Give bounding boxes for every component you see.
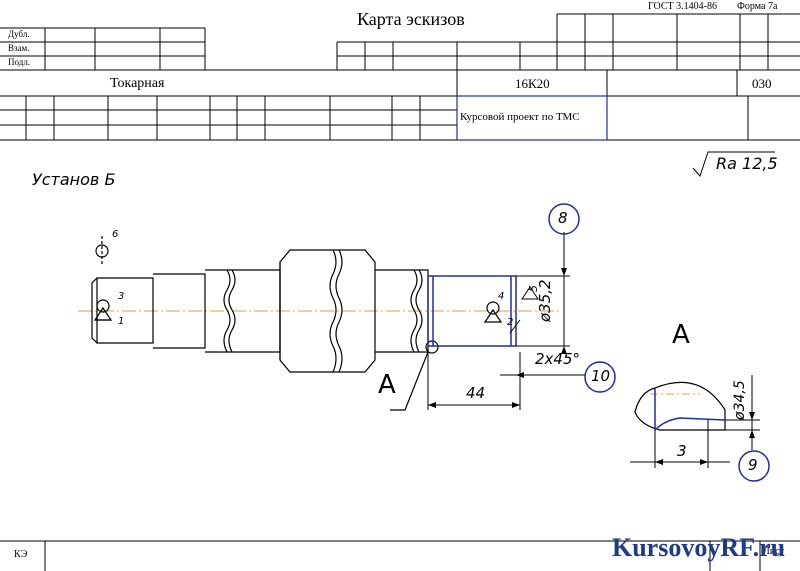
- callout-bubble-10: 10: [591, 367, 611, 385]
- dim-groove-width: 3: [677, 442, 687, 460]
- gost-standard: ГОСТ 3.1404-86: [648, 1, 717, 12]
- dim-groove-diameter: ø34,5: [732, 380, 748, 420]
- operation-number: 030: [752, 76, 772, 91]
- label-dubl: Дубл.: [8, 29, 30, 39]
- operation-name: Токарная: [110, 76, 165, 91]
- dim-diameter: ø35,2: [536, 279, 554, 322]
- setup-label: Установ Б: [32, 170, 116, 189]
- label-podl: Подл.: [8, 57, 31, 67]
- dim-length: 44: [466, 384, 486, 402]
- project-name: Курсовой проект по ТМС: [460, 111, 580, 123]
- form-number: Форма 7а: [737, 1, 778, 12]
- page-title: Карта эскизов: [357, 9, 465, 29]
- watermark-main: KursovoyRF: [612, 533, 753, 562]
- callout-bubble-8: 8: [558, 209, 568, 227]
- roughness-label: Ra 12,5: [716, 154, 778, 173]
- section-view-label-a: А: [672, 320, 690, 350]
- base-mark-6: 6: [112, 229, 119, 240]
- callout-bubble-9: 9: [748, 456, 758, 474]
- doc-code: КЭ: [14, 549, 28, 560]
- base-mark-4: 4: [498, 291, 505, 302]
- section-label-a: А: [378, 370, 396, 400]
- dim-chamfer: 2x45°: [535, 350, 581, 368]
- label-vzam: Взам.: [8, 43, 30, 53]
- sheet-label: Лист: [763, 546, 784, 557]
- machine-model: 16К20: [515, 76, 550, 91]
- base-mark-3: 3: [118, 291, 125, 302]
- watermark: KursovoyRF.ru: [612, 535, 785, 561]
- dim-roughness-small: 5: [527, 285, 540, 292]
- base-mark-1: 1: [118, 316, 125, 327]
- base-mark-2: 2: [507, 317, 514, 328]
- watermark-suffix: .ru: [752, 533, 786, 562]
